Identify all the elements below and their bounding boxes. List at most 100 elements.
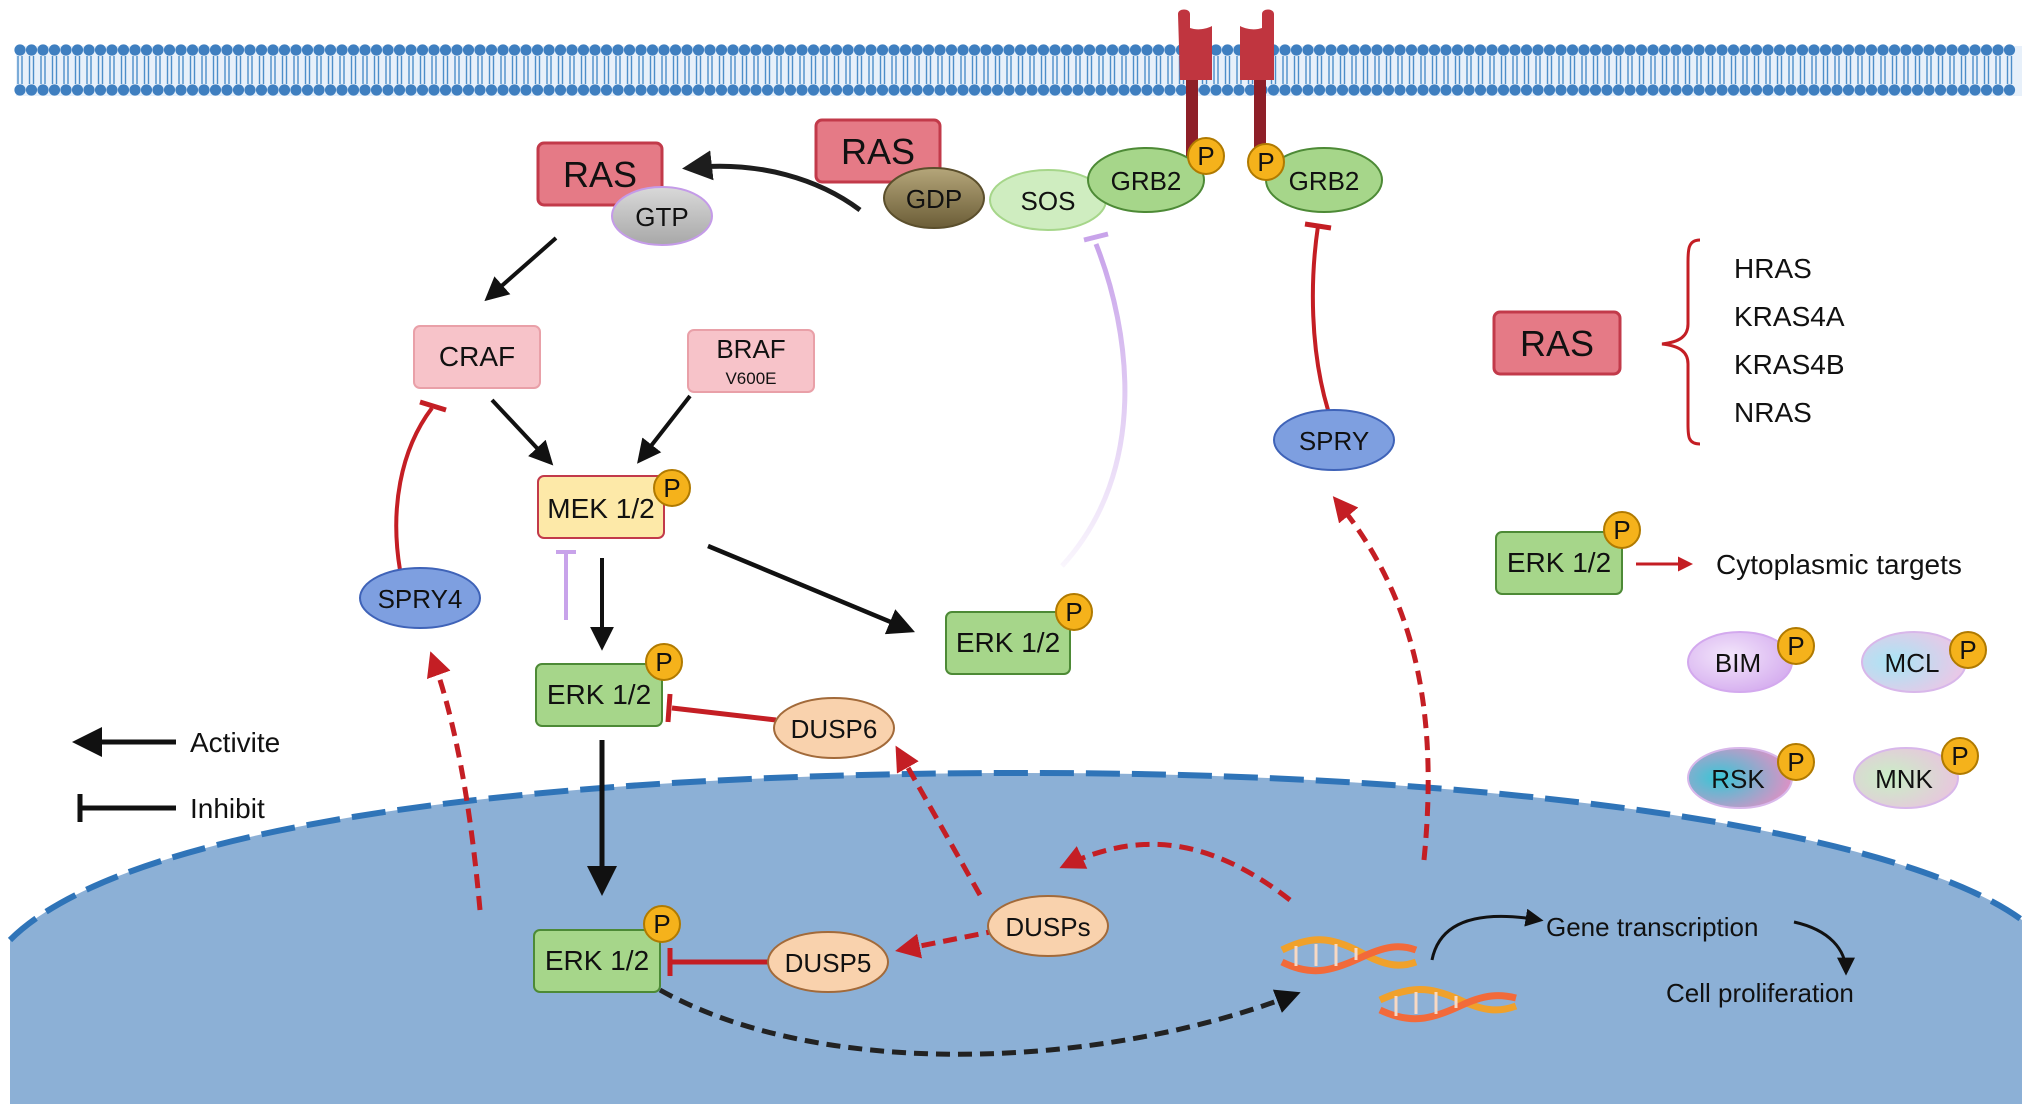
phospho-badge [653,469,691,507]
spry-grb2-inhibition [1310,225,1330,411]
ras-isoforms-panel: RAS HRAS KRAS4A KRAS4B NRAS [1492,238,1845,446]
dna-to-spry4-arrow [426,651,483,911]
phospho-label: P [1951,741,1968,771]
gene-transcription-label: Gene transcription [1546,912,1758,942]
dusp6-erk-inhibition [671,705,777,723]
dusps-to-dusp5-arrow [895,927,1001,959]
dusp6-label: DUSP6 [791,714,878,744]
ras-gtp-label: RAS [563,154,637,195]
mek-box [537,475,665,539]
sos-label: SOS [1021,186,1076,216]
phospho-label: P [1959,635,1976,665]
grb2-right-label: GRB2 [1289,166,1360,196]
phospho-badge [1247,143,1285,181]
ras-isoforms-brace [1661,238,1701,446]
dusp5-node [767,931,889,993]
mnk-label: MNK [1875,764,1933,794]
grb2-left-label: GRB2 [1111,166,1182,196]
legend-inhibit-symbol [77,794,176,822]
phospho-badge [1941,737,1979,775]
ras-isoforms-box [1492,310,1622,376]
phospho-label: P [663,473,680,503]
erk-nuclear-box [533,929,661,993]
braf-mutation-label: V600E [725,369,776,388]
phospho-badge [1187,137,1225,175]
bim-label: BIM [1715,648,1761,678]
sos-inhibition-bar [1083,231,1109,243]
phospho-label: P [1197,141,1214,171]
craf-to-mek-arrow [490,398,554,466]
phospho-badge [645,643,683,681]
gdp-label: GDP [906,184,962,214]
targets-erk-label: ERK 1/2 [1507,547,1611,578]
craf-box [413,325,541,389]
erk-cyto-label: ERK 1/2 [956,627,1060,658]
receptor-right [1240,9,1274,160]
dusps-node [987,895,1109,957]
mek-label: MEK 1/2 [547,493,654,524]
erk-upper-box [535,663,663,727]
mnk-node [1853,747,1959,809]
cytoplasmic-targets-panel: ERK 1/2 Cytoplasmic targets BIM MCL RSK … [1495,531,1967,809]
targets-label: Cytoplasmic targets [1716,549,1962,580]
braf-box [687,329,815,393]
gtp-node [611,186,713,246]
grb2-left-node [1087,147,1205,213]
dusps-label: DUSPs [1005,912,1090,942]
legend-inhibit-label: Inhibit [190,793,265,824]
ras-gtp-complex: RAS GTP [536,141,713,246]
ras-isoforms-label: RAS [1520,323,1594,364]
mek-to-erk-cyto-arrow [707,543,915,635]
gdp-node [883,167,985,229]
dna-to-spry-arrow [1332,496,1431,861]
phospho-badge [1777,627,1815,665]
ras-gdp-label: RAS [841,131,915,172]
dusps-to-dusp6-arrow [895,745,983,897]
erk-cyto-box [945,611,1071,675]
ras-gtp-box [536,141,664,207]
phospho-label: P [1787,631,1804,661]
spry4-craf-inhibition [394,406,434,571]
proliferation-arrow [1793,920,1855,976]
gtp-label: GTP [635,202,688,232]
legend-activate-label: Activite [190,727,280,758]
phospho-label: P [653,909,670,939]
cell-membrane [14,44,2022,96]
phospho-badge [1603,511,1641,549]
dusp5-label: DUSP5 [785,948,872,978]
ras-to-craf-arrow [484,236,558,302]
erk-mek-inhibition [556,550,576,620]
erk-upper-label: ERK 1/2 [547,679,651,710]
craf-inhibition-bar [419,399,447,413]
spry-label: SPRY [1299,426,1369,456]
spry-node [1273,409,1395,471]
phospho-label: P [1613,515,1630,545]
phospho-badge [1949,631,1987,669]
phospho-label: P [1787,747,1804,777]
ras-gdp-complex: RAS GDP [814,118,985,229]
braf-label: BRAF [716,334,785,364]
erk-to-dna-arrow [658,987,1301,1057]
erk-sos-inhibition [1060,243,1128,568]
phospho-label: P [1257,147,1274,177]
phospho-label: P [1065,597,1082,627]
rsk-label: RSK [1711,764,1765,794]
receptor-left [1178,9,1212,160]
cell-proliferation-label: Cell proliferation [1666,978,1854,1008]
braf-to-mek-arrow [637,394,692,464]
erk-nuclear-label: ERK 1/2 [545,945,649,976]
phospho-label: P [655,647,672,677]
ras-isoform-item: KRAS4A [1734,301,1845,332]
targets-erk-box [1495,531,1623,595]
spry4-label: SPRY4 [378,584,463,614]
ras-isoform-item: NRAS [1734,397,1812,428]
spry4-node [359,567,481,629]
erk-upper-inhibition-bar [665,693,673,723]
mcl-label: MCL [1885,648,1940,678]
phospho-badges: P P P P P P P P P P P [643,137,1987,943]
phospho-badge [1777,743,1815,781]
grb2-inhibition-bar [1304,221,1332,231]
ras-isoform-item: KRAS4B [1734,349,1845,380]
phospho-badge [643,905,681,943]
